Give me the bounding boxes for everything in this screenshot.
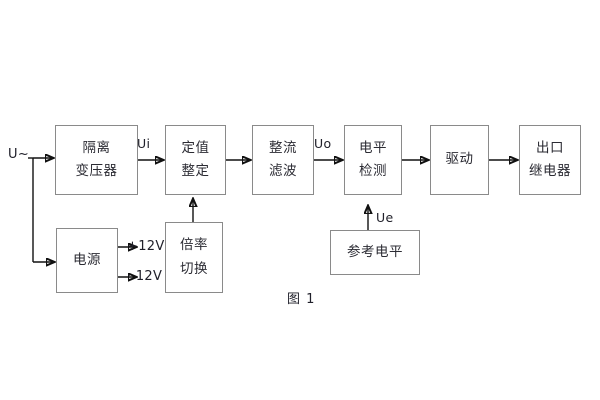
block-line-1: 定值 [181, 139, 210, 156]
block-level-detection[interactable]: 电平 检测 [344, 125, 402, 195]
block-line-1: 驱动 [445, 151, 474, 168]
power-rail-negative-label: · 12V [127, 269, 163, 284]
input-voltage-label: U~ [8, 147, 30, 162]
block-line-2: 切换 [180, 260, 208, 277]
block-driver[interactable]: 驱动 [430, 125, 489, 195]
block-line-2: 滤波 [269, 163, 297, 179]
block-line-2: 检测 [359, 163, 387, 179]
block-line-1: 出口 [536, 139, 564, 156]
block-line-2: 整定 [181, 163, 210, 179]
block-line-1: 参考电平 [347, 243, 403, 260]
block-reference-level[interactable]: 参考电平 [330, 230, 420, 275]
block-line-1: 整流 [269, 139, 297, 156]
block-line-1: 倍率 [180, 237, 208, 254]
block-line-1: 隔离 [82, 139, 111, 156]
block-power-supply[interactable]: 电源 [56, 228, 118, 293]
block-isolation-transformer[interactable]: 隔离 变压器 [55, 125, 138, 195]
block-line-1: 电平 [359, 139, 387, 156]
block-setting-value[interactable]: 定值 整定 [165, 125, 226, 195]
block-multiplier-switch[interactable]: 倍率 切换 [165, 222, 223, 293]
signal-label-ue: Ue [376, 210, 394, 225]
signal-label-ui: Ui [137, 136, 151, 151]
block-output-relay[interactable]: 出口 继电器 [519, 125, 581, 195]
block-line-1: 电源 [73, 251, 101, 268]
signal-label-uo: Uo [314, 136, 332, 151]
power-rail-positive-label: +12V [127, 239, 165, 254]
block-line-2: 继电器 [529, 163, 571, 179]
block-line-2: 变压器 [75, 163, 118, 179]
figure-caption: 图 1 [287, 292, 316, 307]
block-rectify-filter[interactable]: 整流 滤波 [252, 125, 314, 195]
